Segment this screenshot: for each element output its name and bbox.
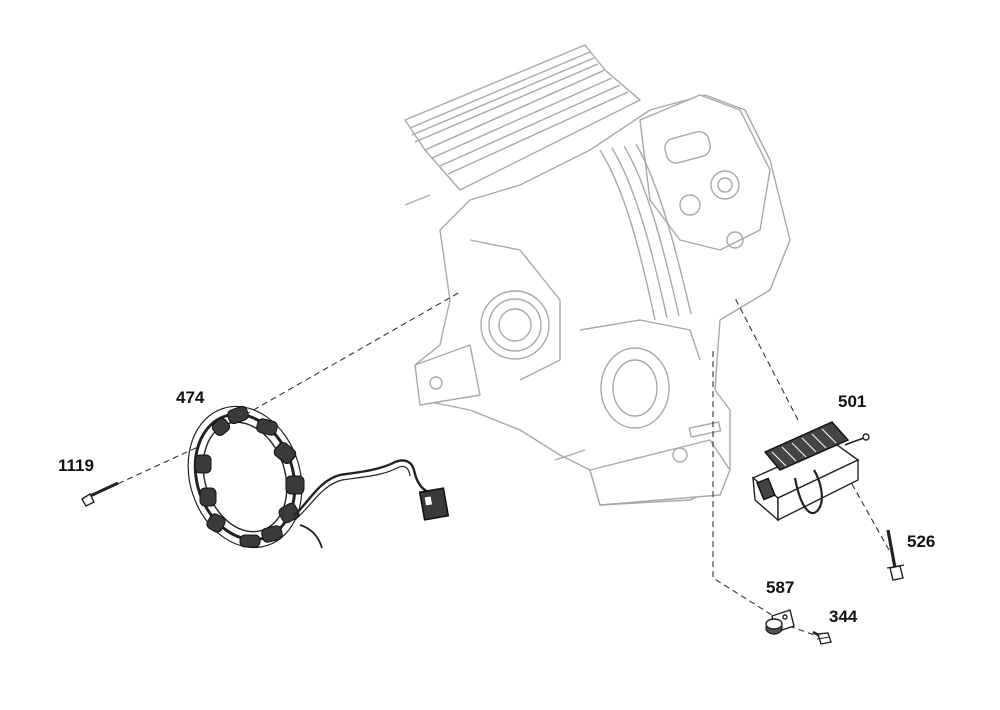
engine-cooling-fins xyxy=(404,44,641,191)
engine-stud-left xyxy=(404,194,431,206)
engine-web-detail xyxy=(469,239,561,381)
bolt-1119 xyxy=(81,481,119,507)
engine-head-fins xyxy=(599,143,692,321)
callout-501: 501 xyxy=(838,392,867,411)
leader-526-501 xyxy=(842,467,890,551)
engine-left-bearing-mid xyxy=(488,298,542,352)
module-bracket xyxy=(793,469,823,515)
module-501 xyxy=(751,421,870,522)
callout-526: 526 xyxy=(907,532,936,551)
leader-501-engine xyxy=(734,297,799,421)
engine-right-bearing-inner xyxy=(612,359,658,417)
engine-left-bearing-outer xyxy=(480,290,550,360)
callout-1119: 1119 xyxy=(58,456,94,475)
leader-587-engine xyxy=(712,348,781,621)
stator-474 xyxy=(187,405,450,549)
engine-valve-port-inner xyxy=(717,177,733,193)
engine-block xyxy=(404,44,791,506)
stator-connector xyxy=(418,487,450,521)
engine-base-left xyxy=(414,344,481,406)
stator-lead-wire xyxy=(294,459,429,516)
engine-base-right xyxy=(589,439,731,506)
engine-valve-port xyxy=(710,170,740,200)
bolt-344 xyxy=(812,630,832,645)
clip-587 xyxy=(765,609,795,635)
module-wire-lead xyxy=(844,437,865,446)
engine-tag-plate xyxy=(688,421,722,438)
engine-valve-spring xyxy=(664,131,712,164)
leader-1119-474 xyxy=(99,445,201,493)
engine-left-bearing-inner xyxy=(498,308,532,342)
engine-base-hole xyxy=(429,376,443,390)
callout-474: 474 xyxy=(176,388,205,407)
engine-web-detail-2 xyxy=(579,319,701,361)
engine-mount-hole xyxy=(672,447,688,463)
engine-stud-bottom xyxy=(554,449,586,461)
callout-587: 587 xyxy=(766,578,795,597)
bolt-526 xyxy=(886,529,905,581)
engine-valve-cover xyxy=(639,94,771,251)
engine-right-bearing-outer xyxy=(600,347,670,429)
engine-port-left xyxy=(679,194,701,216)
callout-344: 344 xyxy=(829,607,858,626)
engine-plug-boss xyxy=(726,231,744,249)
leader-474-engine xyxy=(235,291,461,421)
